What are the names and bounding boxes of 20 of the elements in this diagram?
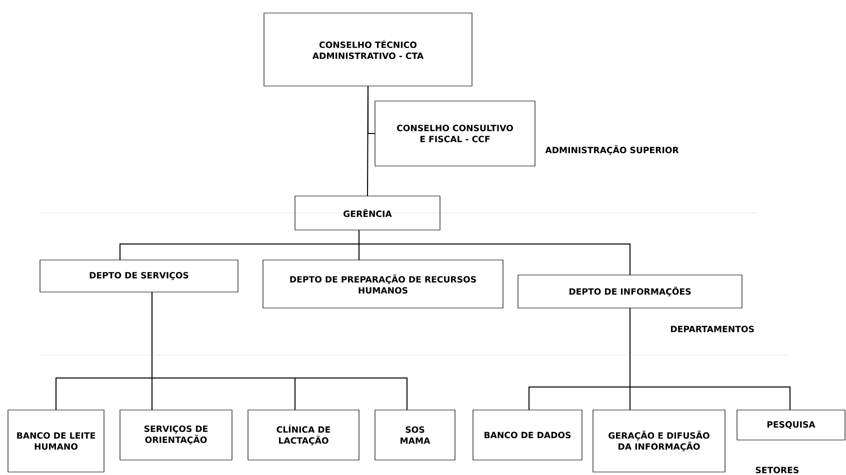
connector-line	[152, 292, 408, 410]
section-label: DEPARTAMENTOS	[671, 326, 754, 332]
section-label: SETORES	[756, 466, 798, 474]
org-box: GERAÇÃO E DIFUSÃO DA INFORMAÇÃO	[592, 410, 726, 472]
org-box: BANCO DE DADOS	[472, 410, 582, 460]
org-box: SOS MAMA	[374, 410, 456, 460]
connector-line	[358, 230, 630, 276]
org-box: CLÍNICA DE LACTAÇÃO	[248, 410, 360, 460]
section-label: ADMINISTRAÇÃO SUPERIOR	[545, 145, 679, 155]
org-box: BANCO DE LEITE HUMANO	[8, 410, 104, 472]
connector-line	[630, 308, 790, 410]
org-box: PESQUISA	[736, 410, 846, 440]
org-box: DEPTO DE PREPARAÇÃO DE RECURSOS HUMANOS	[262, 260, 504, 308]
org-box: GERÊNCIA	[294, 196, 440, 230]
org-box: SERVIÇOS DE ORIENTAÇÃO	[120, 410, 232, 460]
connector-line	[367, 86, 368, 196]
org-box: DEPTO DE INFORMAÇÕES	[518, 274, 742, 308]
org-box: CONSELHO TÉCNICO ADMINISTRATIVO - CTA	[264, 12, 472, 86]
org-box: DEPTO DE SERVIÇOS	[40, 260, 238, 292]
org-box: CONSELHO CONSULTIVO E FISCAL - CCF	[374, 100, 536, 166]
